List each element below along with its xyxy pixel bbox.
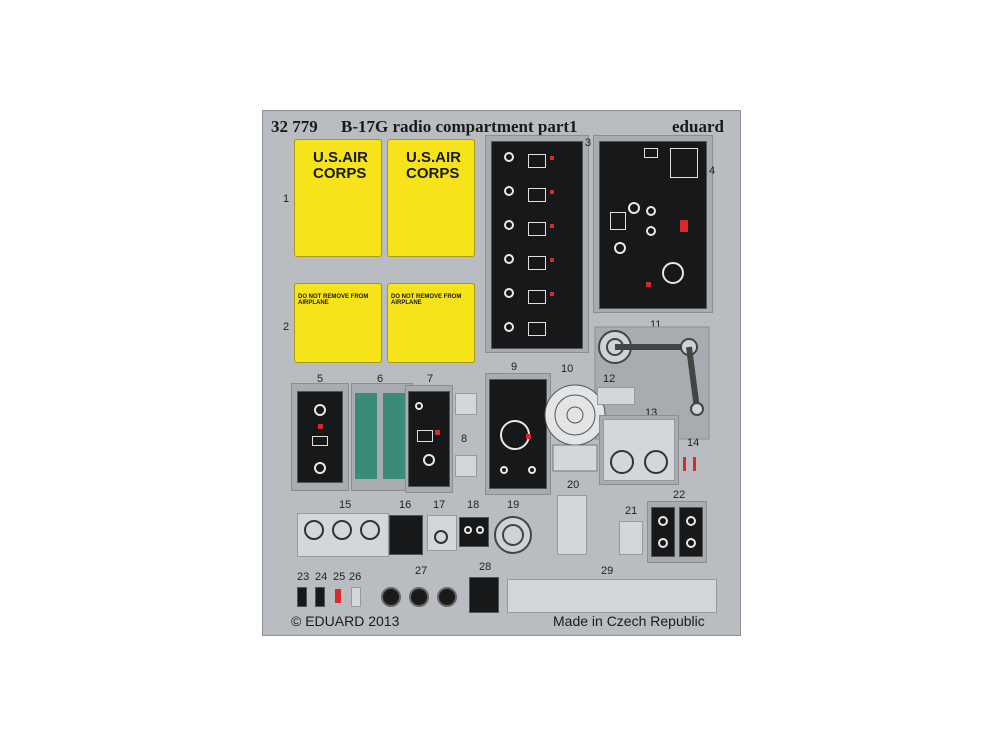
small-part-26 [351, 587, 361, 607]
part-number-22: 22 [673, 489, 686, 501]
part-number-18: 18 [467, 499, 480, 511]
knob-27a [381, 587, 401, 607]
part-number-24: 24 [315, 571, 328, 583]
part-number-10: 10 [561, 363, 574, 375]
part-number-16: 16 [399, 499, 412, 511]
small-part-23 [297, 587, 307, 607]
part-number-20: 20 [567, 479, 580, 491]
copyright-text: © EDUARD 2013 [291, 613, 400, 629]
teal-panel-left [355, 393, 377, 479]
control-box-7 [408, 391, 450, 487]
part-number-17: 17 [433, 499, 446, 511]
small-part-21 [619, 521, 643, 555]
origin-text: Made in Czech Republic [553, 613, 705, 629]
dial-strip-15 [297, 513, 389, 557]
part-number-12: 12 [603, 373, 616, 385]
small-part-24 [315, 587, 325, 607]
sheet-title: B-17G radio compartment part1 [341, 117, 578, 136]
radio-stack-panel [491, 141, 583, 349]
panel-22b [679, 507, 703, 557]
placard-text: DO NOT REMOVE FROM AIRPLANE [298, 294, 369, 306]
placard-do-not-remove-right: DO NOT REMOVE FROM AIRPLANE [387, 283, 475, 363]
part-number-11: 11 [650, 319, 662, 331]
control-box-18 [459, 517, 489, 547]
part-number-25: 25 [333, 571, 346, 583]
part-number-9: 9 [511, 361, 518, 373]
placard-text: DO NOT REMOVE FROM AIRPLANE [391, 294, 462, 306]
placard-line2: CORPS [406, 165, 460, 182]
product-code: 32 779 [271, 117, 318, 136]
part-number-27: 27 [415, 565, 428, 577]
knob-27c [437, 587, 457, 607]
brand-label: eduard [672, 117, 724, 136]
red-marking-14b [693, 457, 696, 471]
gauge-panel-13 [603, 419, 675, 481]
transmitter-panel [599, 141, 707, 309]
placard-us-air-corps-left: U.S.AIR CORPS [294, 139, 382, 257]
small-part-8b [455, 455, 477, 477]
red-marking-14a [683, 457, 686, 471]
knob-27b [409, 587, 429, 607]
part-number-15: 15 [339, 499, 352, 511]
part-number-21: 21 [625, 505, 638, 517]
part-number-26: 26 [349, 571, 362, 583]
radio-panel-9 [489, 379, 547, 489]
control-box-16 [389, 515, 423, 555]
part-number-8: 8 [461, 433, 468, 445]
placard-us-air-corps-right: U.S.AIR CORPS [387, 139, 475, 257]
part-number-14: 14 [687, 437, 700, 449]
control-box-5 [297, 391, 343, 483]
control-box-28 [469, 577, 499, 613]
teal-panel-right [383, 393, 405, 479]
placard-do-not-remove-left: DO NOT REMOVE FROM AIRPLANE [294, 283, 382, 363]
round-part-19 [494, 516, 532, 554]
panel-22a [651, 507, 675, 557]
part-number-29: 29 [601, 565, 614, 577]
part-number-2: 2 [283, 321, 290, 333]
part-number-1: 1 [283, 193, 290, 205]
small-part-17 [427, 515, 457, 551]
part-number-4: 4 [709, 165, 716, 177]
part-number-6: 6 [377, 373, 384, 385]
part-number-19: 19 [507, 499, 520, 511]
part-number-5: 5 [317, 373, 324, 385]
small-part-20 [557, 495, 587, 555]
small-part-12 [597, 387, 635, 405]
placard-line1: U.S.AIR [313, 149, 369, 166]
photo-etch-fret: 32 779 B-17G radio compartment part1 edu… [262, 110, 741, 636]
strip-part-29 [507, 579, 717, 613]
placard-line2: CORPS [313, 165, 367, 182]
round-mesh-part [544, 384, 606, 472]
placard-line1: U.S.AIR [406, 149, 462, 166]
part-number-28: 28 [479, 561, 492, 573]
part-number-3: 3 [585, 137, 592, 149]
small-part-8a [455, 393, 477, 415]
part-number-23: 23 [297, 571, 310, 583]
small-part-25 [335, 589, 341, 603]
part-number-7: 7 [427, 373, 434, 385]
